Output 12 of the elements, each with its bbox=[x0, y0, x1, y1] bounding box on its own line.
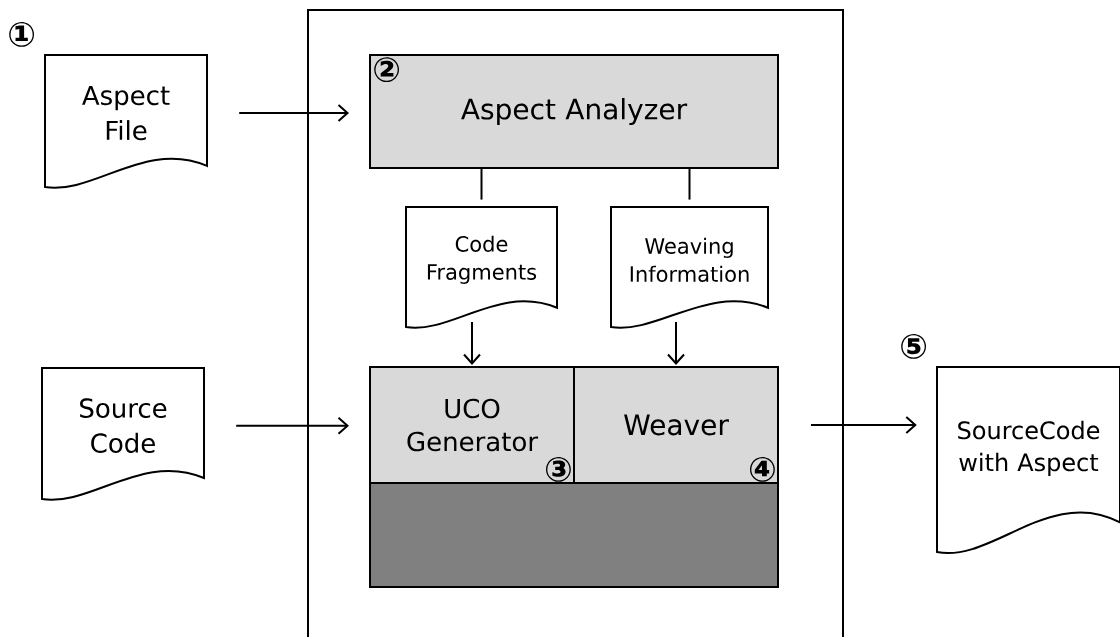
arrow bbox=[667, 321, 685, 365]
step-number: ① bbox=[9, 22, 34, 47]
framework-box bbox=[369, 482, 779, 588]
arrow bbox=[238, 104, 349, 123]
arrow bbox=[810, 416, 917, 434]
process-box: Weaver ④ bbox=[573, 366, 779, 484]
arrow bbox=[463, 321, 481, 365]
step-number: ⑤ bbox=[901, 334, 926, 359]
process-box: UCO Generator ③ bbox=[369, 366, 575, 484]
arrow bbox=[235, 416, 349, 435]
process-box: Aspect Analyzer ② bbox=[369, 54, 779, 169]
frame-box bbox=[307, 9, 844, 637]
